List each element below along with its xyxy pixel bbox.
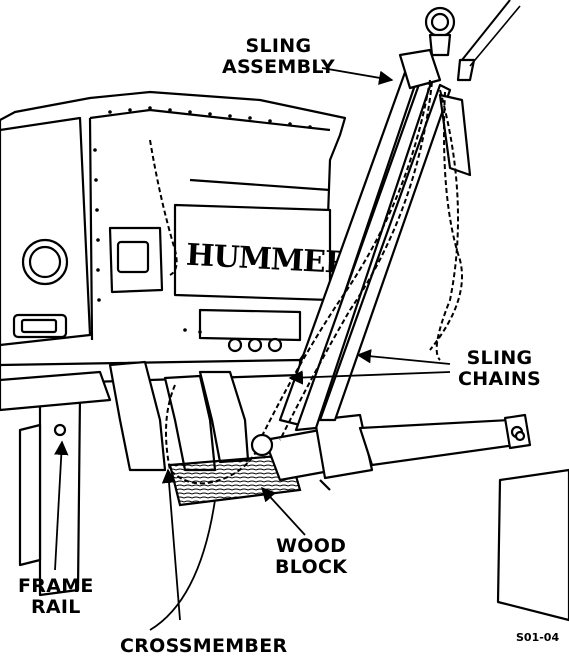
label-wood-block-line2: BLOCK <box>275 556 348 578</box>
label-frame-rail: FRAME RAIL <box>18 576 94 618</box>
brand-text: HUMMER <box>185 238 351 282</box>
sling-chains <box>149 79 463 485</box>
hitch-shackle <box>250 433 274 457</box>
label-sling-chains-line1: SLING <box>466 347 533 369</box>
crossmember <box>108 360 250 472</box>
label-frame-rail-line1: FRAME <box>18 575 94 597</box>
figure-id: S01-04 <box>516 631 560 644</box>
label-crossmember: CROSSMEMBER <box>120 635 288 657</box>
tow-bar <box>263 413 569 622</box>
tow-cable-2 <box>469 5 521 67</box>
label-frame-rail-line2: RAIL <box>30 596 81 618</box>
label-sling-assembly: SLING ASSEMBLY <box>222 36 335 78</box>
label-sling-assembly-line1: SLING <box>245 35 312 57</box>
body-rivets <box>93 106 312 334</box>
label-sling-assembly-line2: ASSEMBLY <box>222 56 335 78</box>
label-wood-block-line1: WOOD <box>276 535 347 557</box>
label-sling-chains-line2: CHAINS <box>458 368 542 390</box>
leader-lines <box>54 67 451 631</box>
tow-cable <box>461 0 511 61</box>
label-sling-chains: SLING CHAINS <box>458 348 541 390</box>
label-wood-block: WOOD BLOCK <box>275 536 347 578</box>
sling-assembly <box>278 6 476 432</box>
